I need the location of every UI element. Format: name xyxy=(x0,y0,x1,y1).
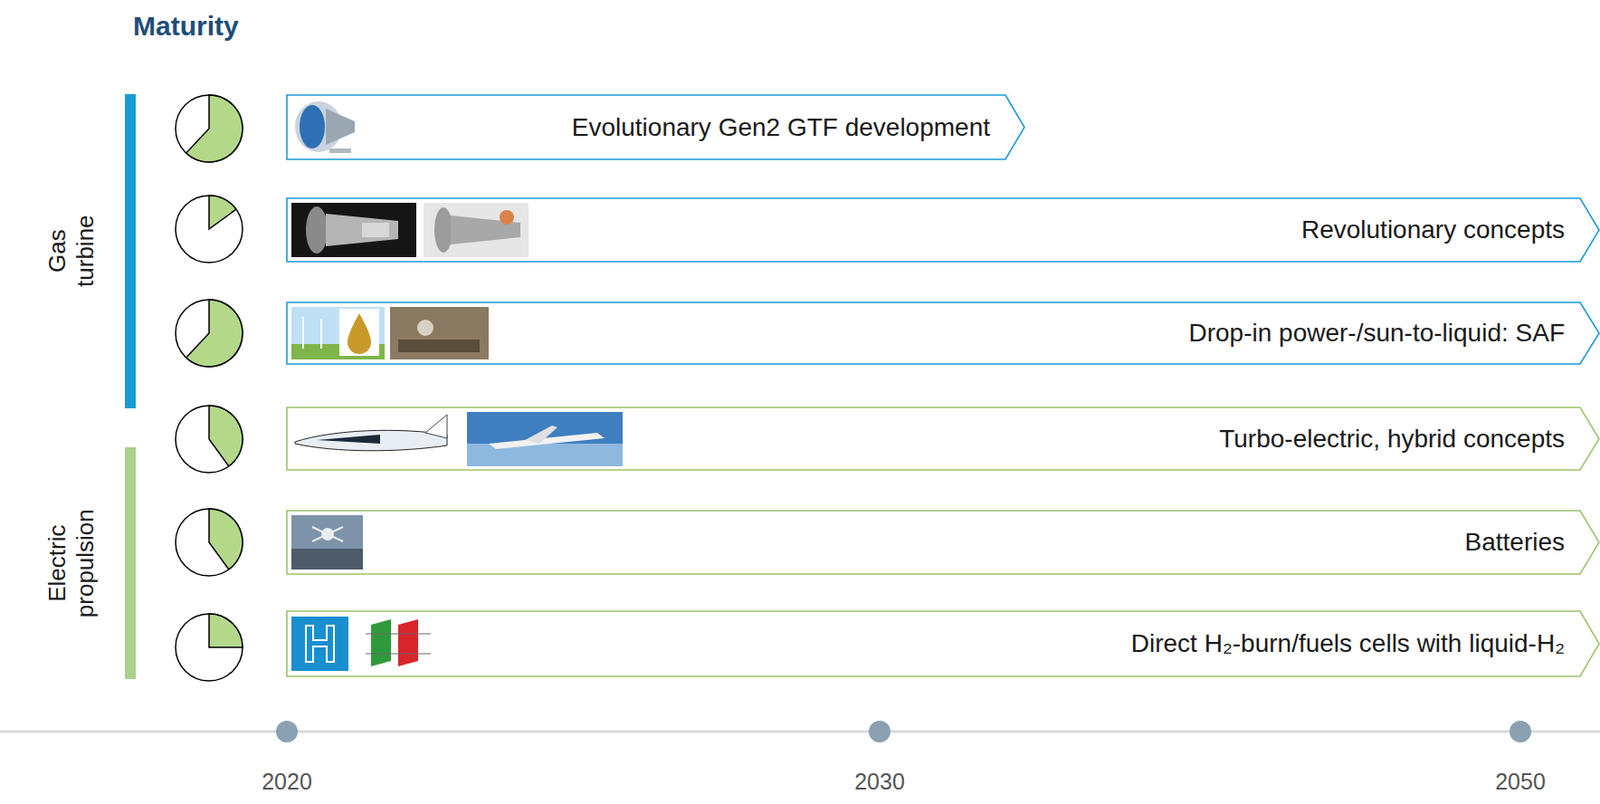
arrow-box: Revolutionary concepts xyxy=(285,197,1600,263)
category-bar xyxy=(124,94,136,409)
arrow-box: Batteries xyxy=(285,509,1600,575)
category-bar xyxy=(124,447,136,679)
category-label: Gas turbine xyxy=(43,196,100,305)
box-label: Batteries xyxy=(1465,526,1566,558)
arrow-shape xyxy=(286,95,1025,160)
box-label: Turbo-electric, hybrid concepts xyxy=(1219,423,1565,455)
box-content: Drop-in power-/sun-to-liquid: SAF xyxy=(285,301,1600,365)
arrow-shape xyxy=(286,610,1600,677)
box-content: Direct H₂-burn/fuels cells with liquid-H… xyxy=(285,609,1600,677)
drone-picture xyxy=(291,514,363,570)
hydrogen-pictures xyxy=(291,616,435,671)
box-content: Evolutionary Gen2 GTF development xyxy=(285,94,1026,161)
arrow-box: Evolutionary Gen2 GTF development xyxy=(285,94,1026,161)
arrow-shape xyxy=(286,407,1600,470)
arrow-shape xyxy=(286,198,1600,262)
arrow-box: Direct H₂-burn/fuels cells with liquid-H… xyxy=(285,609,1600,677)
maturity-pies xyxy=(175,95,243,681)
arrow-shape xyxy=(286,302,1600,364)
box-content: Batteries xyxy=(285,509,1600,575)
aircraft-pictures xyxy=(295,411,623,467)
box-label: Drop-in power-/sun-to-liquid: SAF xyxy=(1189,317,1566,349)
engine-picture xyxy=(295,101,355,153)
arrow-box: Turbo-electric, hybrid concepts xyxy=(285,406,1600,471)
box-content: Revolutionary concepts xyxy=(285,197,1600,263)
year-label: 2020 xyxy=(261,767,313,795)
timeline xyxy=(0,720,1600,743)
year-label: 2050 xyxy=(1495,767,1546,795)
box-content: Turbo-electric, hybrid concepts xyxy=(285,406,1600,471)
category-label: Electric propulsion xyxy=(43,495,100,631)
box-label: Direct H₂-burn/fuels cells with liquid-H… xyxy=(1131,628,1565,659)
box-label: Revolutionary concepts xyxy=(1301,214,1565,246)
engine-cutaway-pictures xyxy=(291,202,529,258)
year-label: 2030 xyxy=(854,767,905,795)
box-label: Evolutionary Gen2 GTF development xyxy=(571,112,991,143)
fuel-pictures xyxy=(291,306,489,360)
arrow-outline xyxy=(285,509,1600,575)
arrow-shape xyxy=(286,510,1600,574)
arrow-box: Drop-in power-/sun-to-liquid: SAF xyxy=(285,301,1600,365)
chart-title: Maturity xyxy=(133,10,239,42)
